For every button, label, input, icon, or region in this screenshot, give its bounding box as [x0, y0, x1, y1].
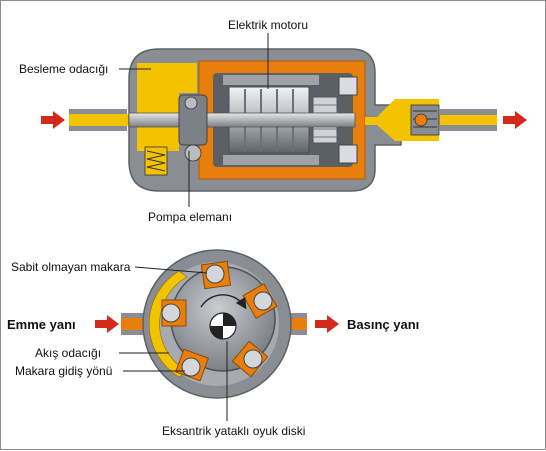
roller: [205, 264, 225, 284]
roller: [161, 303, 181, 323]
shaft: [128, 112, 356, 128]
label-suction-side: Emme yanı: [7, 317, 76, 332]
roller: [243, 349, 263, 369]
label-roller: Sabit olmayan makara: [11, 260, 131, 274]
label-pump-element: Pompa elemanı: [148, 210, 232, 224]
inlet-arrow: [41, 111, 65, 129]
outlet-arrow: [503, 111, 527, 129]
label-flow-chamber: Akış odacığı: [35, 346, 101, 360]
label-motor: Elektrik motoru: [228, 18, 308, 32]
roller: [181, 357, 201, 377]
label-rotor-disc: Eksantrik yataklı oyuk diski: [162, 424, 305, 438]
label-pressure-side: Basınç yanı: [347, 317, 419, 332]
pump-cutaway: [69, 48, 497, 192]
suction-arrow: [95, 315, 119, 333]
flow-arrows-top: [41, 111, 527, 129]
rotation-arrow: [200, 294, 247, 310]
roller-pump: [121, 249, 307, 399]
roller: [253, 291, 273, 311]
label-roller-direction: Makara gidiş yönü: [15, 364, 112, 378]
leader-roller: [134, 266, 208, 274]
flow-arrows-bottom: [95, 315, 339, 333]
label-feed-chamber: Besleme odacığı: [19, 62, 108, 76]
pressure-arrow: [315, 315, 339, 333]
feed-chamber: [137, 63, 197, 151]
